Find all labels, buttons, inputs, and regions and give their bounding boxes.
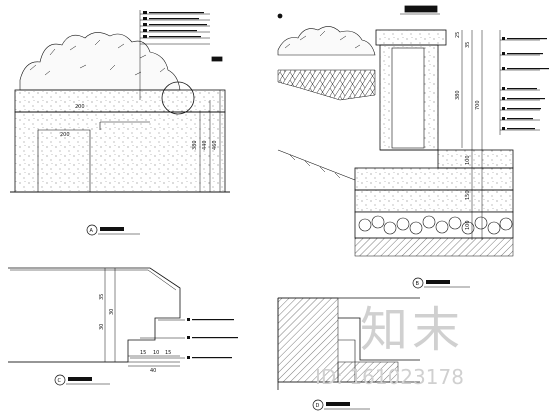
panel-b-section bbox=[277, 5, 540, 257]
watermark-brand: 知末 bbox=[360, 302, 465, 358]
panel-a-dim-2: 200 bbox=[60, 132, 70, 138]
panel-a-dim-labels: 200 200 380 440 460 bbox=[60, 104, 218, 150]
panel-c-dim-1: 35 bbox=[99, 294, 105, 300]
panel-a-dim-1: 200 bbox=[75, 104, 85, 110]
panel-b-dim-4: 700 bbox=[475, 100, 481, 110]
panel-c-dim-7: 40 bbox=[150, 368, 156, 374]
panel-b-dim-labels: 25 35 380 700 100 150 100 bbox=[455, 32, 481, 230]
panel-c-marker: C bbox=[58, 378, 62, 384]
panel-b-title: B bbox=[412, 277, 470, 289]
panel-a-dim-5: 460 bbox=[212, 140, 218, 150]
shrub-canopy bbox=[19, 32, 181, 91]
panel-c-dim-2: 30 bbox=[99, 324, 105, 330]
panel-b-dim-2: 35 bbox=[465, 42, 471, 48]
panel-a-note-marks bbox=[143, 11, 207, 38]
panel-a-dim-3: 380 bbox=[192, 140, 198, 150]
panel-b-dim-5: 100 bbox=[465, 155, 471, 165]
panel-b-dim-3: 380 bbox=[455, 90, 461, 100]
panel-d-marker: D bbox=[316, 403, 320, 409]
watermark-id: ID: 161023178 bbox=[315, 365, 464, 389]
panel-b-dim-1: 25 bbox=[455, 32, 461, 38]
panel-b-note-marks bbox=[502, 37, 549, 130]
panel-c-note-marks bbox=[187, 318, 238, 359]
panel-c-dim-6: 15 bbox=[165, 350, 171, 356]
gravel-layer bbox=[358, 215, 513, 235]
panel-a-title: A bbox=[86, 224, 140, 236]
panel-c-dim-4: 15 bbox=[140, 350, 146, 356]
panel-c-title: C bbox=[54, 374, 110, 386]
panel-c-dim-labels: 35 30 30 15 10 15 40 bbox=[99, 294, 171, 374]
panel-a-dim-4: 440 bbox=[202, 140, 208, 150]
panel-b-marker: B bbox=[416, 281, 420, 287]
panel-c-dim-3: 30 bbox=[109, 309, 115, 315]
panel-c-detail bbox=[8, 267, 185, 367]
panel-d-detail bbox=[277, 297, 420, 390]
panel-b-dim-6: 150 bbox=[465, 190, 471, 200]
panel-a-elevation bbox=[10, 10, 230, 193]
panel-c-dim-5: 10 bbox=[153, 350, 159, 356]
panel-b-dim-7: 100 bbox=[465, 220, 471, 230]
panel-d-title: D bbox=[312, 399, 370, 411]
panel-a-marker: A bbox=[90, 228, 94, 234]
